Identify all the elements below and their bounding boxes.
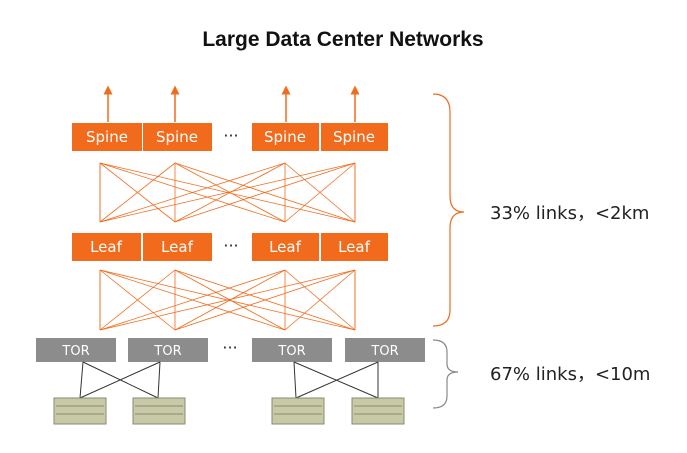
tor-label: TOR — [370, 344, 398, 359]
server-layer — [53, 397, 405, 425]
tor-layer: TOR TOR TOR TOR ··· — [36, 338, 425, 362]
tor-node — [252, 338, 332, 362]
leaf-node — [321, 233, 388, 261]
mesh-link — [99, 162, 286, 223]
mesh-link — [99, 162, 176, 223]
spine-node — [143, 123, 212, 151]
mesh-link — [284, 269, 356, 331]
spine-node — [252, 123, 319, 151]
leaf-node — [252, 233, 319, 261]
upper-annotation: 33% links，<2km — [490, 203, 649, 224]
tor-label: TOR — [153, 344, 181, 359]
server-icon — [132, 397, 186, 425]
mesh-link — [99, 269, 176, 331]
spine-layer: Spine Spine Spine Spine ··· — [72, 123, 388, 151]
mesh-link — [99, 162, 356, 223]
mesh-link — [174, 162, 356, 223]
leaf-label: Leaf — [90, 238, 123, 256]
spine-label: Spine — [156, 128, 198, 146]
spine-ellipsis: ··· — [223, 126, 238, 145]
mesh-link — [174, 269, 286, 331]
server-icon — [271, 397, 325, 425]
server-icon — [351, 397, 405, 425]
server-icon — [53, 397, 107, 425]
lower-brace — [432, 339, 459, 409]
lower-annotation: 67% links，<10m — [490, 364, 650, 385]
spine-label: Spine — [333, 128, 375, 146]
tor-server-links — [79, 361, 379, 399]
spine-leaf-links — [99, 162, 356, 223]
mesh-link — [174, 269, 356, 331]
tor-node — [36, 338, 116, 362]
leaf-label: Leaf — [269, 238, 302, 256]
spine-node — [321, 123, 388, 151]
mesh-link — [284, 162, 356, 223]
leaf-node — [72, 233, 141, 261]
mesh-link — [174, 162, 286, 223]
tor-ellipsis: ··· — [222, 338, 237, 357]
diagram-title: Large Data Center Networks — [202, 28, 483, 51]
leaf-label: Leaf — [338, 238, 371, 256]
mesh-link — [99, 269, 286, 331]
spine-label: Spine — [264, 128, 306, 146]
upper-brace — [432, 93, 465, 327]
spine-label: Spine — [86, 128, 128, 146]
tor-node — [128, 338, 208, 362]
mesh-link — [99, 269, 356, 331]
spine-node — [72, 123, 142, 151]
tor-label: TOR — [61, 344, 89, 359]
tor-label: TOR — [277, 344, 305, 359]
tor-node — [345, 338, 425, 362]
uplink-arrows — [103, 85, 360, 122]
leaf-layer: Leaf Leaf Leaf Leaf ··· — [72, 233, 388, 261]
leaf-tor-links — [99, 269, 356, 331]
leaf-node — [143, 233, 212, 261]
leaf-ellipsis: ··· — [223, 236, 238, 255]
leaf-label: Leaf — [161, 238, 194, 256]
